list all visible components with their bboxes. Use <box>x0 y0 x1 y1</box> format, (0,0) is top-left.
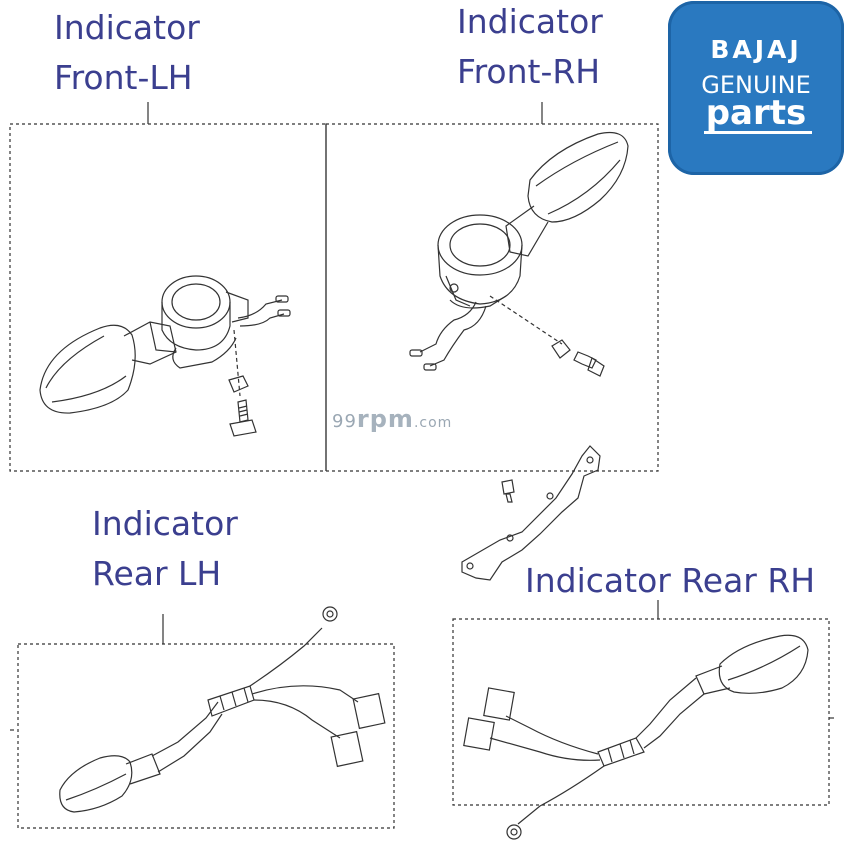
watermark-main: rpm <box>356 405 414 433</box>
label-indicator-rear-lh: Indicator Rear LH <box>92 499 238 599</box>
bajaj-genuine-parts-logo: BAJAJ GENUINE parts <box>668 1 844 175</box>
logo-parts-text: parts <box>705 93 807 133</box>
watermark-suffix: .com <box>413 415 453 431</box>
label-indicator-front-lh: Indicator Front-LH <box>54 3 200 103</box>
label-indicator-rear-rh: Indicator Rear RH <box>525 561 816 600</box>
rear-lh-indicator-drawing <box>59 606 386 813</box>
logo-genuine-text: GENUINE <box>701 71 811 99</box>
rear-rh-indicator-drawing <box>463 634 809 840</box>
rear-indicator-bracket-drawing <box>461 445 601 581</box>
watermark-prefix: 99 <box>332 411 357 432</box>
rear-rh-frame <box>452 618 830 806</box>
label-line-2: Front-RH <box>457 52 601 91</box>
label-line-2: Front-LH <box>54 58 193 97</box>
label-line-1: Indicator <box>92 504 238 543</box>
front-rh-frame <box>325 123 659 472</box>
front-rh-indicator-drawing <box>409 131 629 377</box>
front-lh-indicator-drawing <box>39 275 291 437</box>
rear-lh-frame <box>17 643 395 829</box>
label-line-1: Indicator <box>457 2 603 41</box>
logo-brand-text: BAJAJ <box>710 35 802 64</box>
front-lh-frame <box>9 123 327 472</box>
label-line-2: Rear LH <box>92 554 222 593</box>
label-line-1: Indicator <box>54 8 200 47</box>
watermark: 99rpm.com <box>332 405 453 434</box>
label-indicator-front-rh: Indicator Front-RH <box>457 0 603 97</box>
logo-underline <box>704 131 812 134</box>
